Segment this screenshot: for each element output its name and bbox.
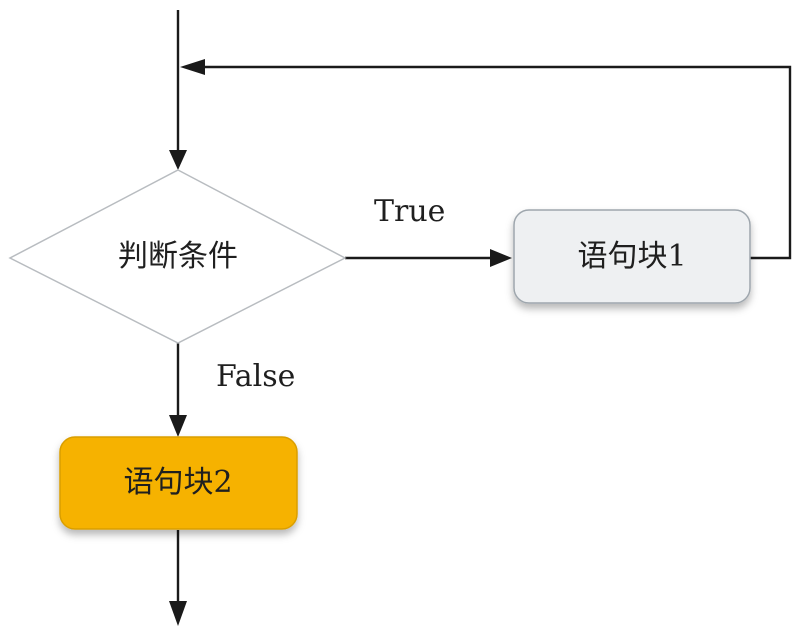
block2-box xyxy=(59,436,298,530)
exit-arrowhead xyxy=(169,601,187,626)
true-label: True xyxy=(374,194,445,229)
block2-label: 语句块2 xyxy=(123,465,232,500)
condition-diamond xyxy=(8,169,347,344)
entry-arrowhead xyxy=(169,150,187,170)
block1-label: 语句块1 xyxy=(577,239,686,274)
loop-back-connector xyxy=(205,65,792,260)
condition-label: 判断条件 xyxy=(118,239,238,274)
block1-box xyxy=(513,209,751,304)
false-arrowhead xyxy=(169,415,187,437)
false-label: False xyxy=(216,359,295,394)
loop-back-arrowhead xyxy=(180,59,205,75)
true-arrowhead xyxy=(490,249,512,267)
